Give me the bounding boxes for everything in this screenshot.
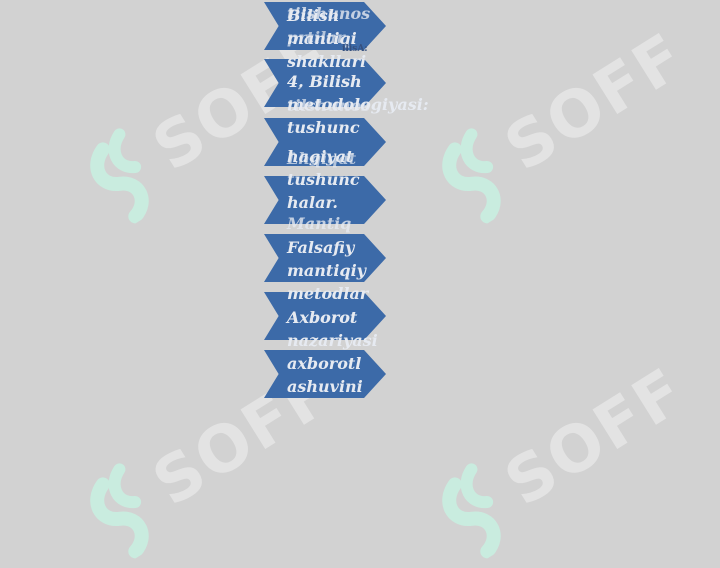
chevron-step-4[interactable] [264,176,386,224]
watermark: SOFF [72,13,350,233]
chevron-step-1[interactable] [264,2,386,50]
watermark: SOFF [424,348,702,568]
chevron-step-2[interactable] [264,59,386,107]
chevron-step-6[interactable] [264,292,386,340]
watermark: SOFF [424,13,702,233]
stray-label: ilisA: [342,44,368,54]
soff-logo-icon [442,463,501,559]
soff-logo-icon [90,128,149,224]
soff-logo-icon [90,463,149,559]
watermark: SOFF [72,348,350,568]
soff-logo-icon [442,128,501,224]
chevron-step-3[interactable] [264,118,386,166]
chevron-diagram: Bilish mantiqi shakllari 4. Bilish metod… [264,2,429,398]
chevron-step-5[interactable] [264,234,386,282]
chevron-step-7[interactable] [264,350,386,398]
